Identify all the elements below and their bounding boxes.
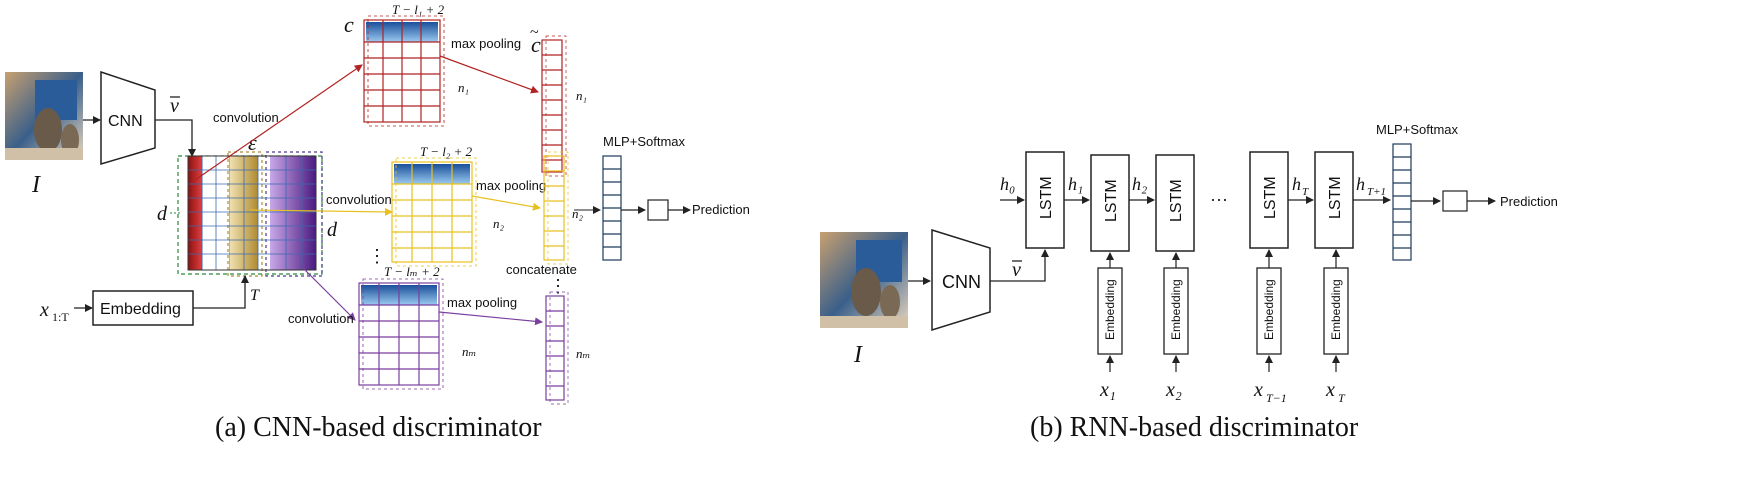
caption-a: (a) CNN-based discriminator — [215, 412, 542, 443]
image-label-a: I — [31, 172, 41, 198]
mlp-label-b: MLP+Softmax — [1376, 122, 1459, 137]
cnn-block-b — [931, 228, 991, 332]
output-box-b — [1442, 190, 1468, 212]
x-subscript-a: 1:T — [52, 310, 69, 324]
embedding-block-t-minus-1 — [1256, 267, 1282, 355]
lstm-cell-2 — [1155, 154, 1195, 252]
n-label-pool-bot: nₘ — [576, 346, 590, 361]
mlp-label-a: MLP+Softmax — [603, 134, 686, 149]
x-t-minus-1-subscript: T−1 — [1266, 391, 1287, 405]
maxpool-arrow-bot — [438, 311, 543, 326]
vdots-a-right: ⋮ — [549, 276, 567, 296]
embedding-block-2 — [1163, 267, 1189, 355]
conv-arrow-mid — [249, 207, 393, 216]
epsilon-label: ε — [248, 130, 257, 155]
feature-map-bot — [358, 278, 444, 390]
d-label-right: d — [327, 219, 338, 241]
lstm-cell-1 — [1090, 154, 1130, 252]
lstm-label-0: LSTM — [1038, 176, 1055, 219]
cnn-label-a: CNN — [108, 113, 143, 130]
lstm-label-1: LSTM — [1103, 179, 1120, 222]
arrow-cnn-lstm0-b — [990, 249, 1049, 282]
maxpool-label-top: max pooling — [451, 36, 521, 51]
ellipsis-b: ··· — [1210, 190, 1228, 210]
v-bar-label-b: v — [1012, 259, 1021, 281]
x-t-minus-1-label: x — [1253, 379, 1263, 401]
conv-label-mid: convolution — [326, 192, 392, 207]
embedding-label-1: Embedding — [1103, 279, 1117, 340]
input-image-a — [5, 72, 83, 160]
maxpool-arrow-mid — [471, 195, 541, 211]
d-label-left: d — [157, 203, 168, 225]
arrow-embedding-matrix-a — [193, 275, 249, 309]
maxpool-label-bot: max pooling — [447, 295, 517, 310]
conv-label-top: convolution — [213, 110, 279, 125]
vdots-a-left: ⋮ — [368, 246, 386, 266]
h2-label: h₂ — [1132, 174, 1147, 194]
image-label-b: I — [853, 342, 863, 368]
conv-arrow-top — [194, 64, 363, 181]
n-label-pool-top: n₁ — [576, 88, 587, 103]
lstm-label-t-minus-1: LSTM — [1262, 176, 1279, 219]
hT-subscript: T — [1302, 186, 1309, 198]
n-label-fmap-bot: nₘ — [462, 344, 476, 359]
pooled-vector-top — [541, 35, 567, 177]
lstm-label-2: LSTM — [1168, 179, 1185, 222]
concatenate-label: concatenate — [506, 262, 577, 277]
arrow-cnn-matrix-a — [155, 119, 196, 157]
x-label-a: x — [39, 299, 49, 321]
c-tilde-mark: ~ — [530, 24, 539, 41]
fmap-top-width: T − l₁ + 2 — [392, 2, 445, 17]
lstm-label-t: LSTM — [1327, 176, 1344, 219]
prediction-label-a: Prediction — [692, 202, 750, 217]
feature-map-mid — [391, 157, 477, 267]
embedding-label-t-minus-1: Embedding — [1262, 279, 1276, 340]
hT1-subscript: T+1 — [1367, 186, 1386, 198]
x2-label: x₂ — [1165, 379, 1182, 401]
c-tilde-label: c — [531, 32, 541, 57]
hT-label: h — [1292, 174, 1301, 194]
caption-b: (b) RNN-based discriminator — [1030, 412, 1359, 443]
n-label-fmap-top: n₁ — [458, 80, 469, 95]
maxpool-label-mid: max pooling — [476, 178, 546, 193]
conv-arrow-bot — [299, 264, 356, 321]
maxpool-arrow-top — [439, 55, 539, 94]
hT1-label: h — [1356, 174, 1365, 194]
h0-label: h₀ — [1000, 174, 1015, 194]
h1-label: h₁ — [1068, 174, 1083, 194]
x-t-label: x — [1325, 379, 1335, 401]
embedding-label-2: Embedding — [1169, 279, 1183, 340]
embedding-label-t: Embedding — [1329, 279, 1343, 340]
embedding-label-a: Embedding — [100, 301, 181, 318]
cnn-block-a — [100, 70, 156, 166]
panel-b: I CNN v LSTM h₀ h₁ LSTM Embedding x₁ h₂ … — [820, 122, 1558, 405]
output-box-a — [647, 199, 669, 221]
input-image-b — [820, 232, 908, 328]
concat-vector — [602, 155, 622, 261]
pooled-vector-mid — [543, 151, 569, 265]
x-t-subscript: T — [1338, 391, 1346, 405]
fmap-bot-width: T − lₘ + 2 — [384, 264, 440, 279]
fmap-mid-width: T − l₂ + 2 — [420, 144, 473, 159]
v-bar-label-a: v — [170, 95, 179, 117]
panel-a: I CNN v — [5, 2, 750, 405]
cnn-label-b: CNN — [942, 272, 981, 292]
feature-map-top — [363, 15, 445, 127]
c-label: c — [344, 12, 354, 37]
T-label: T — [250, 287, 260, 304]
output-vector-b — [1392, 143, 1412, 261]
input-matrix — [177, 151, 323, 277]
embedding-block-t — [1323, 267, 1349, 355]
n-label-pool-mid: n₂ — [572, 206, 584, 221]
conv-label-bot: convolution — [288, 311, 354, 326]
n-label-fmap-mid: n₂ — [493, 216, 505, 231]
lstm-cell-t — [1314, 151, 1354, 249]
prediction-label-b: Prediction — [1500, 194, 1558, 209]
pooled-vector-bot — [545, 291, 569, 405]
x1-label: x₁ — [1099, 379, 1116, 401]
